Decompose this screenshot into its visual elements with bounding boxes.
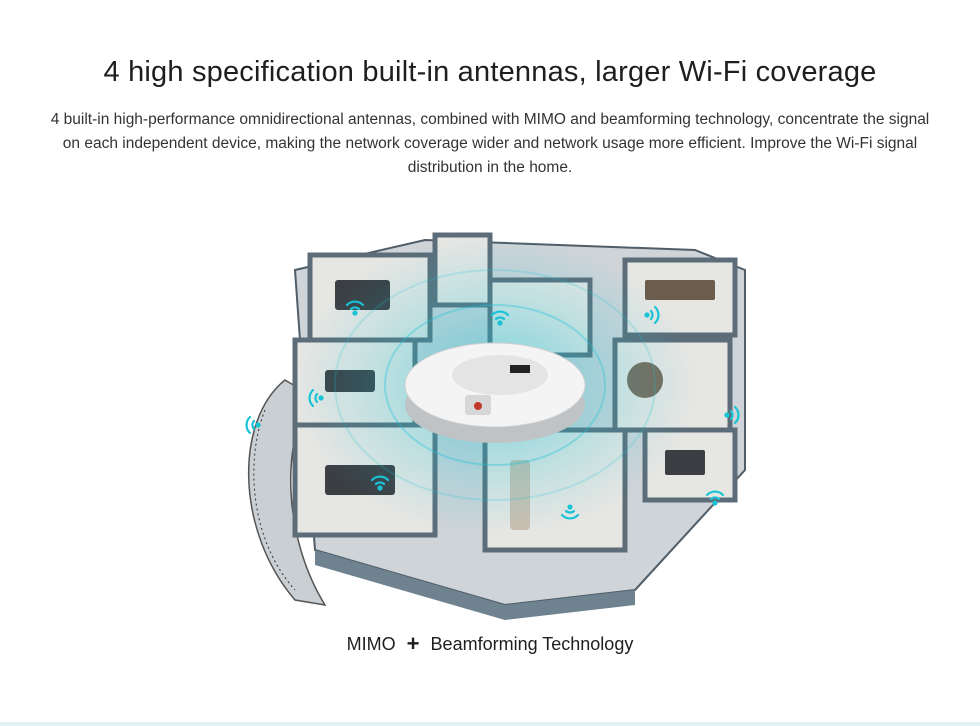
access-point-device [404,342,586,443]
technology-caption: MIMO + Beamforming Technology [0,630,980,656]
bottom-divider [0,722,980,726]
wifi-signal-icon [245,300,740,520]
caption-mimo: MIMO [346,634,396,654]
floorplan-illustration [245,232,746,620]
caption-beamforming: Beamforming Technology [430,634,634,654]
page-title: 4 high specification built-in antennas, … [103,56,877,88]
plus-icon: + [406,631,420,656]
feature-description: 4 built-in high-performance omnidirectio… [50,111,930,176]
